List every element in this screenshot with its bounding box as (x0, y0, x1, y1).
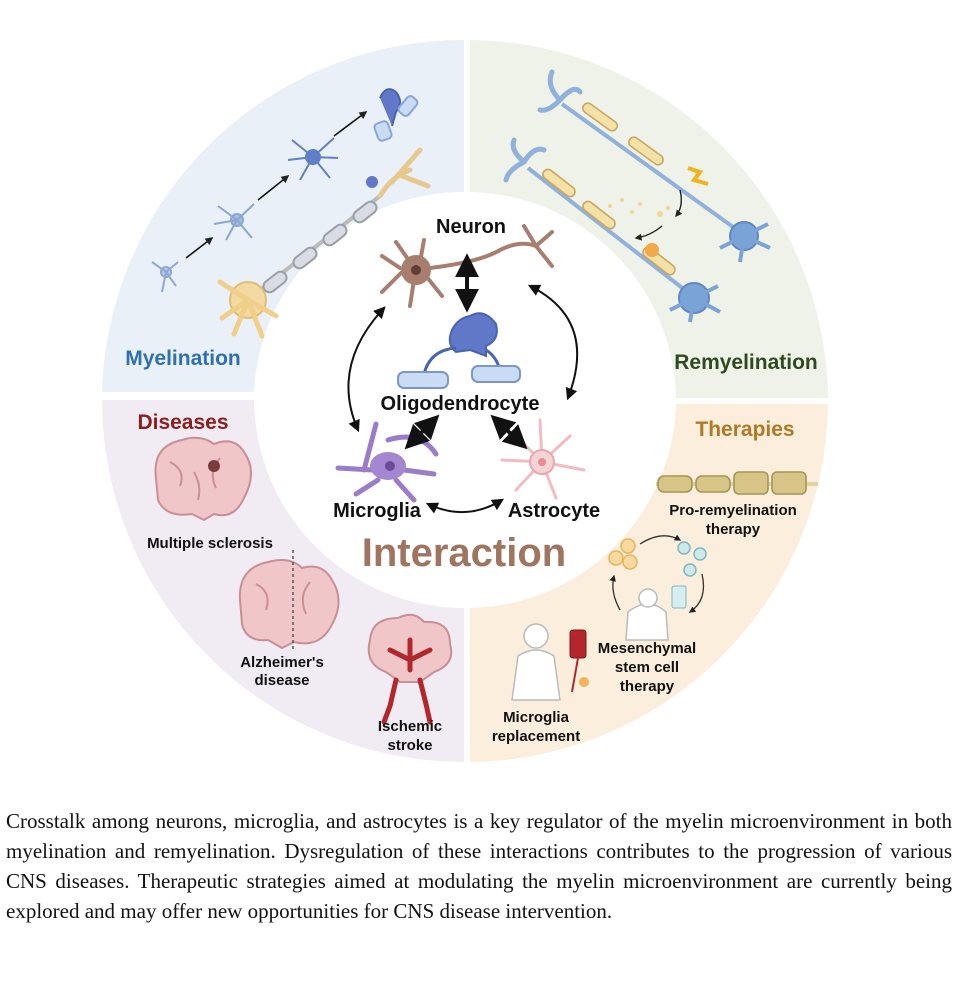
astrocyte-cell-icon (500, 418, 586, 500)
arrow-oligodendrocyte-astrocyte (490, 414, 528, 450)
multiple-sclerosis-label: Multiple sclerosis (147, 535, 273, 552)
astrocyte-label: Astrocyte (508, 500, 600, 522)
brain-stroke-icon (367, 613, 453, 725)
myelination-illustration (151, 88, 431, 339)
msc-therapy-label-line1: Mesenchymal (598, 640, 696, 657)
arrow-microglia-astrocyte (425, 498, 505, 514)
figure-caption: Crosstalk among neurons, microglia, and … (6, 809, 952, 923)
pro-remyelination-label-line1: Pro-remyelination (669, 502, 797, 519)
interaction-diagram: Myelination Remyelination Diseases Thera… (102, 40, 828, 762)
arrow-oligodendrocyte-microglia (404, 414, 440, 450)
myelination-quadrant (102, 40, 464, 392)
ischemic-stroke-label-line2: stroke (387, 737, 432, 754)
alzheimers-label-line2: disease (254, 672, 309, 689)
mature-oligodendrocyte-icon (373, 88, 419, 142)
microglia-label: Microglia (333, 500, 422, 522)
interaction-title: Interaction (362, 531, 566, 575)
precursor-cell-icon (213, 203, 255, 241)
remyelination-illustration (503, 69, 771, 323)
alzheimers-label-line1: Alzheimer's (240, 654, 324, 671)
arrow-neuron-astrocyte (527, 284, 579, 401)
remyelinated-axon-icon (503, 137, 721, 323)
therapies-illustration (511, 471, 818, 701)
remyelination-label: Remyelination (674, 351, 818, 374)
ischemic-stroke-label-line1: Ischemic (378, 718, 442, 735)
pro-remyelination-label-line2: therapy (706, 521, 761, 538)
progenitor-cell-icon (151, 261, 179, 293)
msc-therapy-label-line2: stem cell (615, 659, 679, 676)
microglia-replacement-label-line2: replacement (492, 728, 580, 745)
myelin-repair-icon (656, 471, 818, 495)
neuron-label: Neuron (436, 216, 506, 238)
microglia-replacement-icon (511, 623, 589, 701)
immature-oligodendrocyte-icon (287, 137, 339, 181)
myelination-label: Myelination (125, 347, 241, 370)
lightning-icon (687, 166, 709, 186)
remyelination-quadrant (470, 40, 828, 398)
demyelinated-axon-icon (537, 69, 771, 263)
arrow-neuron-microglia (347, 306, 386, 433)
oligodendrocyte-cell-icon (397, 312, 521, 389)
myelinated-axon-icon (217, 147, 431, 339)
msc-therapy-label-line3: therapy (620, 678, 675, 695)
diseases-label: Diseases (137, 411, 228, 434)
brain-alzheimers-icon (238, 550, 340, 650)
oligodendrocyte-label: Oligodendrocyte (381, 393, 540, 415)
neuron-cell-icon (380, 224, 554, 308)
stem-cell-cycle-icon (608, 534, 707, 641)
therapies-label: Therapies (695, 418, 794, 441)
interaction-arrows (347, 253, 579, 514)
microglia-replacement-label-line1: Microglia (503, 709, 570, 726)
brain-ms-icon (154, 436, 252, 522)
diseases-illustration (154, 436, 453, 725)
